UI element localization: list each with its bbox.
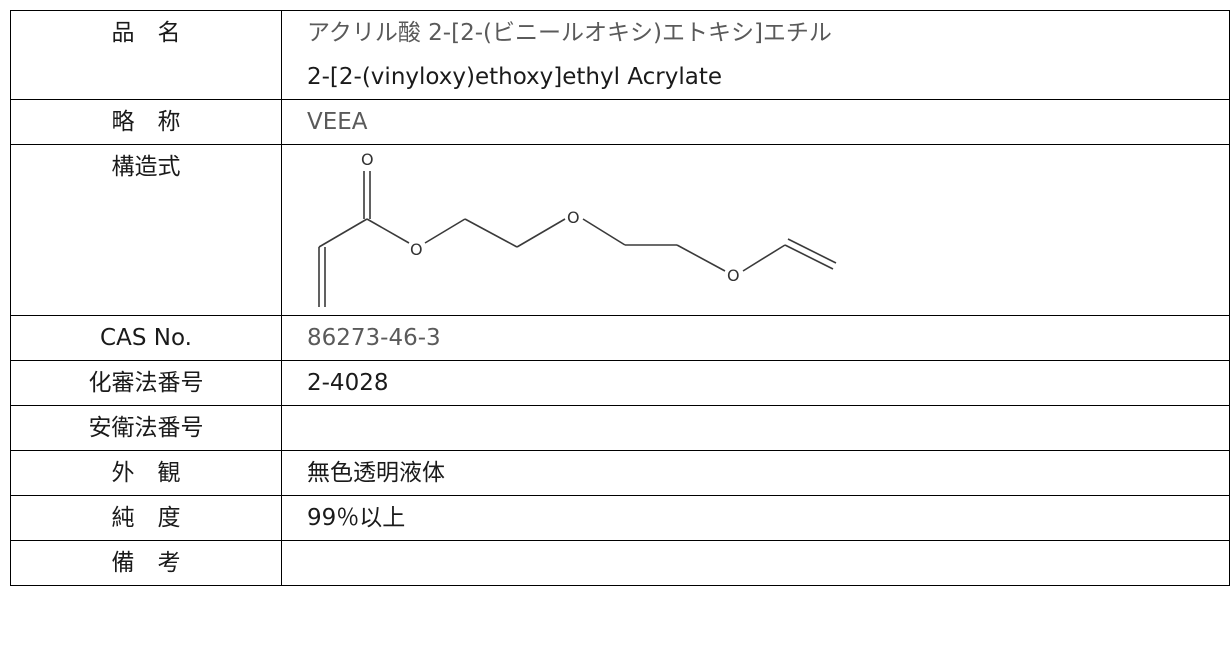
value-chemical-law-number: 2-4028 <box>281 360 1230 406</box>
label-abbreviation: 略 称 <box>10 99 282 145</box>
row-product-name: 品 名 アクリル酸 2-[2-(ビニールオキシ)エトキシ]エチル 2-[2-(v… <box>10 10 1230 100</box>
label-structure: 構造式 <box>10 144 282 316</box>
bond-chain-2 <box>516 218 566 248</box>
row-chemical-law-number: 化審法番号 2-4028 <box>10 360 1230 406</box>
bond-acryl-1 <box>318 218 368 248</box>
value-structure: O O O O <box>281 144 1230 316</box>
label-appearance: 外 観 <box>10 450 282 496</box>
value-purity: 99％以上 <box>281 495 1230 541</box>
value-cas: 86273-46-3 <box>281 315 1230 361</box>
bond-vinyl-b1 <box>784 244 834 270</box>
row-structure: 構造式 O O O <box>10 144 1230 316</box>
bond-ester-1 <box>366 218 410 244</box>
row-cas: CAS No. 86273-46-3 <box>10 315 1230 361</box>
label-remarks: 備 考 <box>10 540 282 586</box>
product-spec-table: 品 名 アクリル酸 2-[2-(ビニールオキシ)エトキシ]エチル 2-[2-(v… <box>10 10 1230 586</box>
product-name-english: 2-[2-(vinyloxy)ethoxy]ethyl Acrylate <box>307 64 723 90</box>
bond-vinyl-ether-1 <box>742 244 786 272</box>
atom-label-ester-o: O <box>410 240 423 259</box>
row-safety-law-number: 安衛法番号 <box>10 405 1230 451</box>
value-remarks <box>281 540 1230 586</box>
bond-ether-1 <box>582 218 626 246</box>
product-name-japanese: アクリル酸 2-[2-(ビニールオキシ)エトキシ]エチル <box>307 20 832 46</box>
atom-label-ether-o: O <box>567 208 580 227</box>
row-appearance: 外 観 無色透明液体 <box>10 450 1230 496</box>
structural-formula: O O O O <box>318 150 837 307</box>
label-chemical-law-number: 化審法番号 <box>10 360 282 406</box>
value-product-name: アクリル酸 2-[2-(ビニールオキシ)エトキシ]エチル 2-[2-(vinyl… <box>281 10 1230 100</box>
bond-chain-4 <box>676 244 726 272</box>
label-purity: 純 度 <box>10 495 282 541</box>
row-remarks: 備 考 <box>10 540 1230 586</box>
row-abbreviation: 略 称 VEEA <box>10 99 1230 145</box>
atom-label-carbonyl-o: O <box>361 150 374 169</box>
label-cas: CAS No. <box>10 315 282 361</box>
row-purity: 純 度 99％以上 <box>10 495 1230 541</box>
value-appearance: 無色透明液体 <box>281 450 1230 496</box>
value-safety-law-number <box>281 405 1230 451</box>
atom-label-vinyl-ether-o: O <box>727 266 740 285</box>
label-product-name: 品 名 <box>10 10 282 100</box>
bond-vinyl-b2 <box>787 238 837 264</box>
bond-chain-1 <box>464 218 518 248</box>
value-abbreviation: VEEA <box>281 99 1230 145</box>
bond-ester-2 <box>424 218 466 244</box>
label-safety-law-number: 安衛法番号 <box>10 405 282 451</box>
